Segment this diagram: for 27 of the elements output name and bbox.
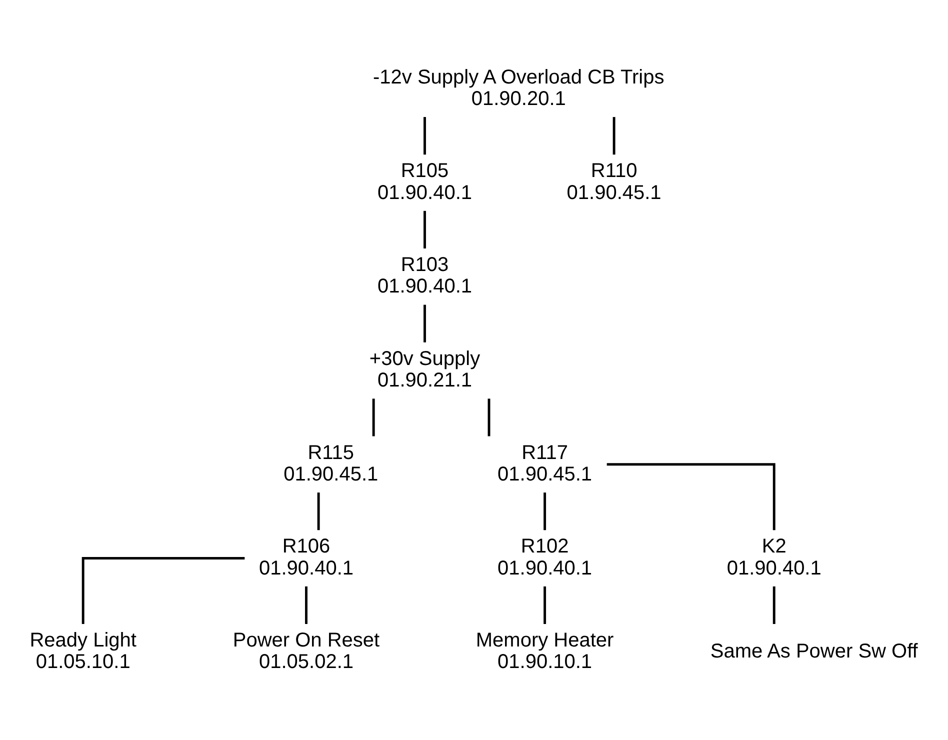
- node-text: +30v Supply 01.90.21.1: [369, 347, 480, 392]
- connector: [544, 586, 546, 624]
- node-text: R110 01.90.45.1: [566, 160, 662, 204]
- connector: [424, 210, 426, 248]
- connector: [772, 586, 776, 624]
- connector: [305, 586, 308, 624]
- node-text: -12v Supply A Overload CB Trips 01.90.20.1: [373, 66, 664, 110]
- node-text: K2 01.90.40.1: [726, 535, 822, 579]
- connector: [424, 304, 426, 342]
- node-text: Memory Heater 01.90.10.1: [476, 629, 614, 673]
- connector: [82, 556, 245, 624]
- node-text: R105 01.90.40.1: [377, 160, 472, 204]
- node-text: R102 01.90.40.1: [498, 535, 592, 579]
- node-text: R103 01.90.40.1: [377, 254, 472, 298]
- connector: [544, 492, 546, 530]
- node-text: Ready Light 01.05.10.1: [30, 629, 136, 673]
- connector: [488, 398, 490, 436]
- connector: [606, 462, 776, 530]
- connector: [424, 116, 426, 154]
- node-text: R115 01.90.45.1: [284, 441, 378, 485]
- connector: [372, 398, 375, 436]
- node-text: Power On Reset 01.05.02.1: [232, 629, 380, 673]
- node-text: R117 01.90.45.1: [498, 441, 592, 485]
- connector: [317, 492, 320, 530]
- node-text: Same As Power Sw Off: [710, 640, 918, 662]
- connector: [612, 116, 616, 154]
- node-text: R106 01.90.40.1: [258, 535, 354, 579]
